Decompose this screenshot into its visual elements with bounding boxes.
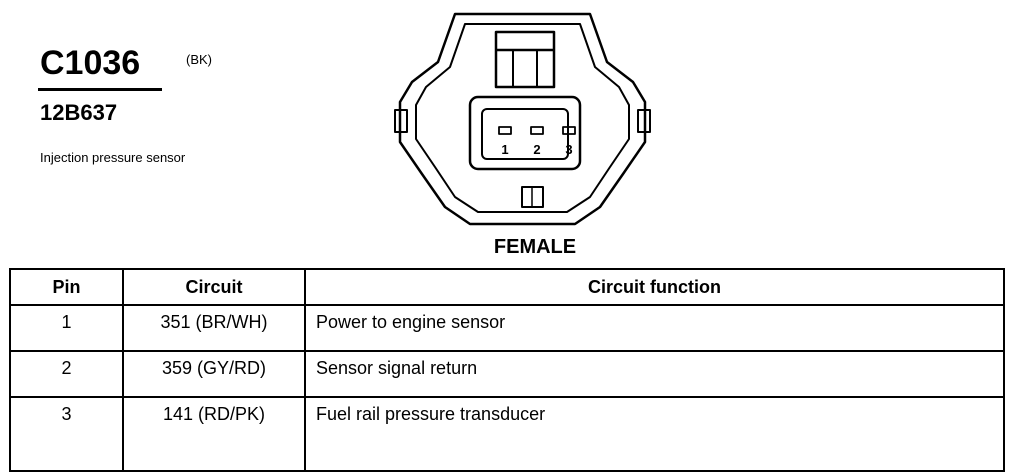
header-circuit-function: Circuit function (304, 268, 1005, 306)
side-tab-right (637, 109, 651, 133)
circuit-cell: 141 (RD/PK) (122, 396, 306, 472)
circuit-cell: 351 (BR/WH) (122, 304, 306, 352)
connector-description: Injection pressure sensor (40, 150, 186, 165)
pin-cavity-outer (468, 95, 582, 171)
connector-color-code: (BK) (186, 52, 212, 67)
connector-key (521, 186, 544, 208)
circuit-cell: 359 (GY/RD) (122, 350, 306, 398)
pin-terminal-3 (562, 126, 576, 135)
connector-face-drawing: 1 2 3 (394, 12, 651, 226)
header-pin: Pin (9, 268, 124, 306)
connector-id-underline (38, 88, 162, 91)
table-header-row: Pin Circuit Circuit function (9, 268, 1005, 306)
function-cell: Power to engine sensor (304, 304, 1005, 352)
connector-id: C1036 (40, 44, 141, 82)
pin-label-3: 3 (565, 142, 572, 157)
pinout-table: Pin Circuit Circuit function 1 351 (BR/W… (9, 268, 1005, 472)
side-tab-left (394, 109, 408, 133)
connector-housing-outline (398, 12, 647, 226)
function-cell: Sensor signal return (304, 350, 1005, 398)
part-number: 12B637 (40, 100, 118, 125)
table-row: 2 359 (GY/RD) Sensor signal return (9, 350, 1005, 398)
header-circuit: Circuit (122, 268, 306, 306)
table-row: 3 141 (RD/PK) Fuel rail pressure transdu… (9, 396, 1005, 472)
function-cell: Fuel rail pressure transducer (304, 396, 1005, 472)
pin-cavity-inner (481, 108, 569, 160)
connector-housing-inner-outline (415, 23, 630, 213)
pin-label-2: 2 (533, 142, 540, 157)
pin-terminal-1 (498, 126, 512, 135)
pin-terminal-2 (530, 126, 544, 135)
pin-cell: 2 (9, 350, 124, 398)
table-row: 1 351 (BR/WH) Power to engine sensor (9, 304, 1005, 352)
pin-cell: 1 (9, 304, 124, 352)
locking-latch (494, 30, 556, 89)
pin-cell: 3 (9, 396, 124, 472)
pin-label-1: 1 (501, 142, 508, 157)
connector-gender-label: FEMALE (493, 236, 577, 258)
